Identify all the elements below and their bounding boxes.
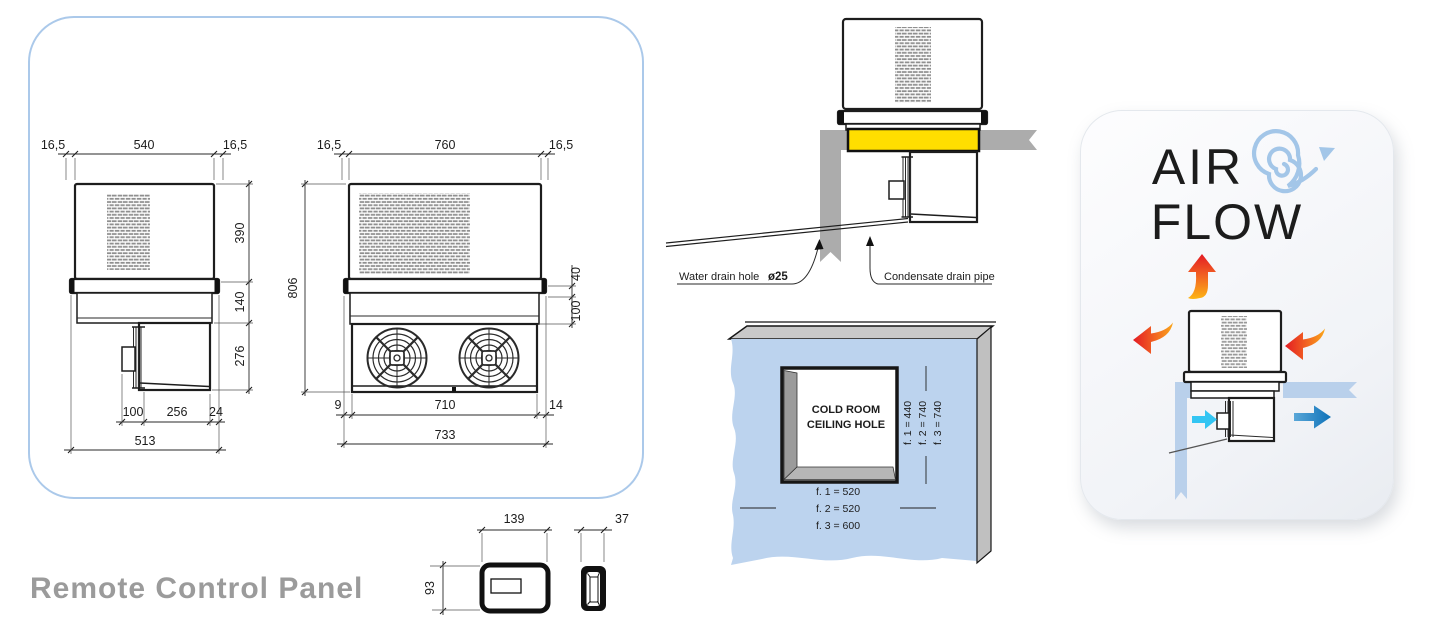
condensate-pipe — [1168, 438, 1228, 454]
dim-label: 16,5 — [549, 138, 573, 152]
evaporator-box — [137, 321, 212, 392]
drain-connector — [1216, 412, 1230, 430]
water-drain-size: ø25 — [768, 271, 788, 283]
air-swirl-icon — [1251, 129, 1335, 194]
hole-label-line1: COLD ROOM — [812, 404, 880, 416]
dim-label: 140 — [233, 292, 247, 313]
cold-room-ceiling-hole-diagram: COLD ROOM CEILING HOLE f. 1 = 440 f. 2 =… — [726, 321, 996, 565]
dim-label: 16,5 — [41, 138, 65, 152]
airflow-title-air: AIR — [1152, 139, 1244, 195]
annotation-condensate: Condensate drain pipe — [866, 236, 995, 285]
dim-label: 24 — [209, 405, 223, 419]
unit-section — [665, 17, 989, 248]
fan-grille-left — [366, 327, 428, 389]
air-flow-panel: AIR FLOW — [1080, 110, 1394, 520]
ceiling-top-bevel — [726, 325, 995, 340]
mounting-flange — [1182, 370, 1288, 384]
evaporator-box — [908, 150, 979, 224]
dim-label: 40 — [569, 267, 583, 281]
condensate-pipe — [665, 217, 909, 248]
annotation-water-drain: Water drain hole ø25 — [677, 239, 824, 285]
dim-label: 93 — [423, 581, 437, 595]
cold-air-out-arrow — [1294, 405, 1331, 429]
mounting-flange — [342, 277, 548, 295]
dim-label: 540 — [134, 138, 155, 152]
flange-lip — [1190, 381, 1280, 392]
dim-label: f. 3 = 600 — [816, 520, 860, 532]
unit-side-view: 16,5 540 16,5 390 140 276 100 — [41, 138, 253, 454]
dimension-drawings-svg: 16,5 540 16,5 390 140 276 100 — [41, 138, 583, 454]
drain-connector — [888, 180, 905, 200]
dim-label: f. 1 = 520 — [816, 486, 860, 498]
condenser-coil-hatch — [107, 194, 150, 270]
ceiling-gasket-yellow — [846, 127, 981, 153]
dimension-drawings-panel: 16,5 540 16,5 390 140 276 100 — [28, 16, 644, 499]
hole-bottom-dimensions: f. 1 = 520 f. 2 = 520 f. 3 = 600 — [740, 486, 936, 532]
air-flow-svg: AIR FLOW — [1133, 129, 1357, 500]
dim-label: 100 — [569, 301, 583, 322]
ceiling-cross-section: Water drain hole ø25 Condensate drain pi… — [665, 17, 1037, 285]
ceiling-side-thickness — [976, 325, 992, 565]
evaporator-box — [1227, 396, 1276, 443]
dim-label: 37 — [615, 512, 629, 526]
ceiling-blue-bands — [1175, 382, 1357, 500]
hole-label-line2: CEILING HOLE — [807, 419, 885, 431]
dim-label: f. 2 = 740 — [917, 401, 929, 445]
drain-connector — [121, 346, 136, 372]
dim-label: 100 — [123, 405, 144, 419]
dim-label: 256 — [167, 405, 188, 419]
remote-panel-display — [490, 578, 522, 594]
remote-control-panel-title: Remote Control Panel — [30, 572, 364, 605]
fan-grille-right — [458, 327, 520, 389]
dim-label: f. 3 = 740 — [932, 401, 944, 445]
dim-label: 513 — [135, 434, 156, 448]
dim-label: 710 — [435, 398, 456, 412]
dim-label: 390 — [233, 223, 247, 244]
condenser-coil-hatch — [895, 27, 931, 103]
mounting-flange — [836, 109, 989, 126]
dim-label: 9 — [335, 398, 342, 412]
dim-label: f. 1 = 440 — [902, 401, 914, 445]
hole-bevel-left — [783, 370, 798, 481]
hot-air-up-arrow — [1188, 254, 1216, 299]
remote-panel-side — [581, 566, 606, 611]
ceiling-hole: COLD ROOM CEILING HOLE — [780, 366, 899, 484]
dim-label: 760 — [435, 138, 456, 152]
hole-side-dimensions: f. 1 = 440 f. 2 = 740 f. 3 = 740 — [902, 366, 944, 484]
hole-bevel-bottom — [783, 466, 896, 480]
water-drain-label: Water drain hole — [679, 271, 759, 283]
dim-label: 14 — [549, 398, 563, 412]
hot-air-intake-arrow — [1285, 328, 1325, 360]
cold-air-in-arrow — [1192, 410, 1217, 429]
condenser-coil-hatch — [359, 193, 470, 274]
mounting-flange — [68, 277, 221, 295]
airflow-unit — [1168, 309, 1288, 454]
condensate-label: Condensate drain pipe — [884, 271, 995, 283]
remote-control-panel-drawing: 139 93 37 — [423, 512, 629, 615]
dim-label: f. 2 = 520 — [816, 503, 860, 515]
dim-label: 16,5 — [223, 138, 247, 152]
airflow-title-flow: FLOW — [1151, 194, 1303, 250]
dim-label: 276 — [233, 346, 247, 367]
dim-label: 139 — [504, 512, 525, 526]
unit-front-view: 16,5 760 16,5 806 40 100 9 710 — [286, 138, 583, 448]
dim-label: 16,5 — [317, 138, 341, 152]
hot-air-left-arrow — [1133, 322, 1173, 354]
dim-label: 806 — [286, 278, 300, 299]
dim-label: 733 — [435, 428, 456, 442]
mid-section — [349, 292, 540, 325]
